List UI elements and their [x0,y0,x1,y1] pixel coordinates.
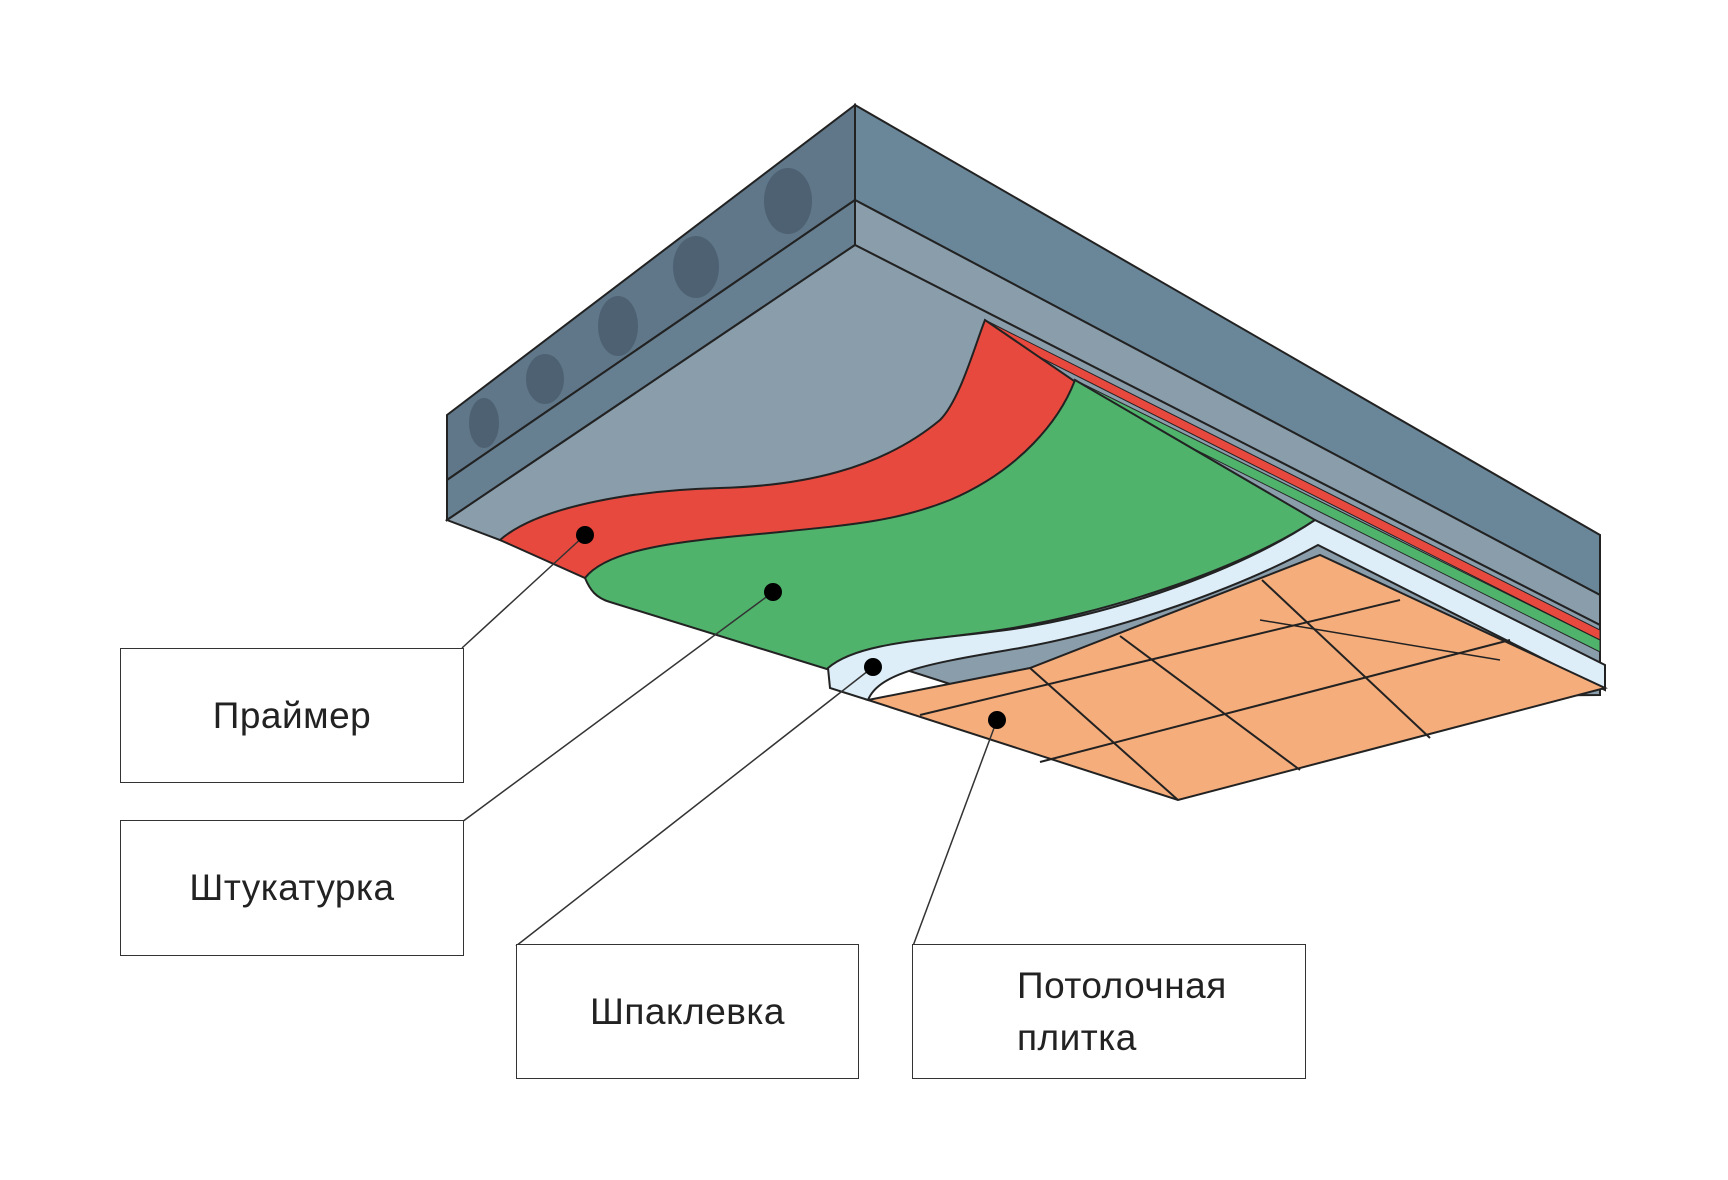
leader-tile [912,719,998,947]
leader-putty [515,666,874,947]
primer-label-box: Праймер [120,648,464,783]
putty-label: Шпаклевка [589,990,786,1032]
hole-icon [673,236,719,298]
plaster-label-box: Штукатурка [120,820,464,956]
tile-label: Потолочная плитка [1017,964,1227,1058]
hole-icon [764,168,812,234]
hollow-core-holes [469,168,812,448]
hole-icon [469,398,499,448]
tile-marker [988,711,1006,729]
leader-primer [461,534,586,649]
tile-joint [1119,635,1301,771]
plaster-marker [764,583,782,601]
primer-label: Праймер [212,694,372,736]
putty-marker [864,658,882,676]
putty-layer [826,518,1606,702]
leader-plaster [461,591,774,823]
hole-icon [526,354,564,404]
tile-joint [1039,639,1511,763]
tile-surface [864,553,1608,802]
primer-marker [576,526,594,544]
hole-icon [598,296,638,356]
putty-label-box: Шпаклевка [516,944,859,1079]
tile-label-box: Потолочная плитка [912,944,1306,1079]
tile-joint [1259,619,1501,661]
tile-joint [1029,667,1179,801]
ceiling-tiles [864,553,1608,802]
tile-joint [919,599,1401,716]
tile-joint [1261,579,1431,739]
plaster-label: Штукатурка [189,867,395,908]
leader-lines [461,534,998,947]
